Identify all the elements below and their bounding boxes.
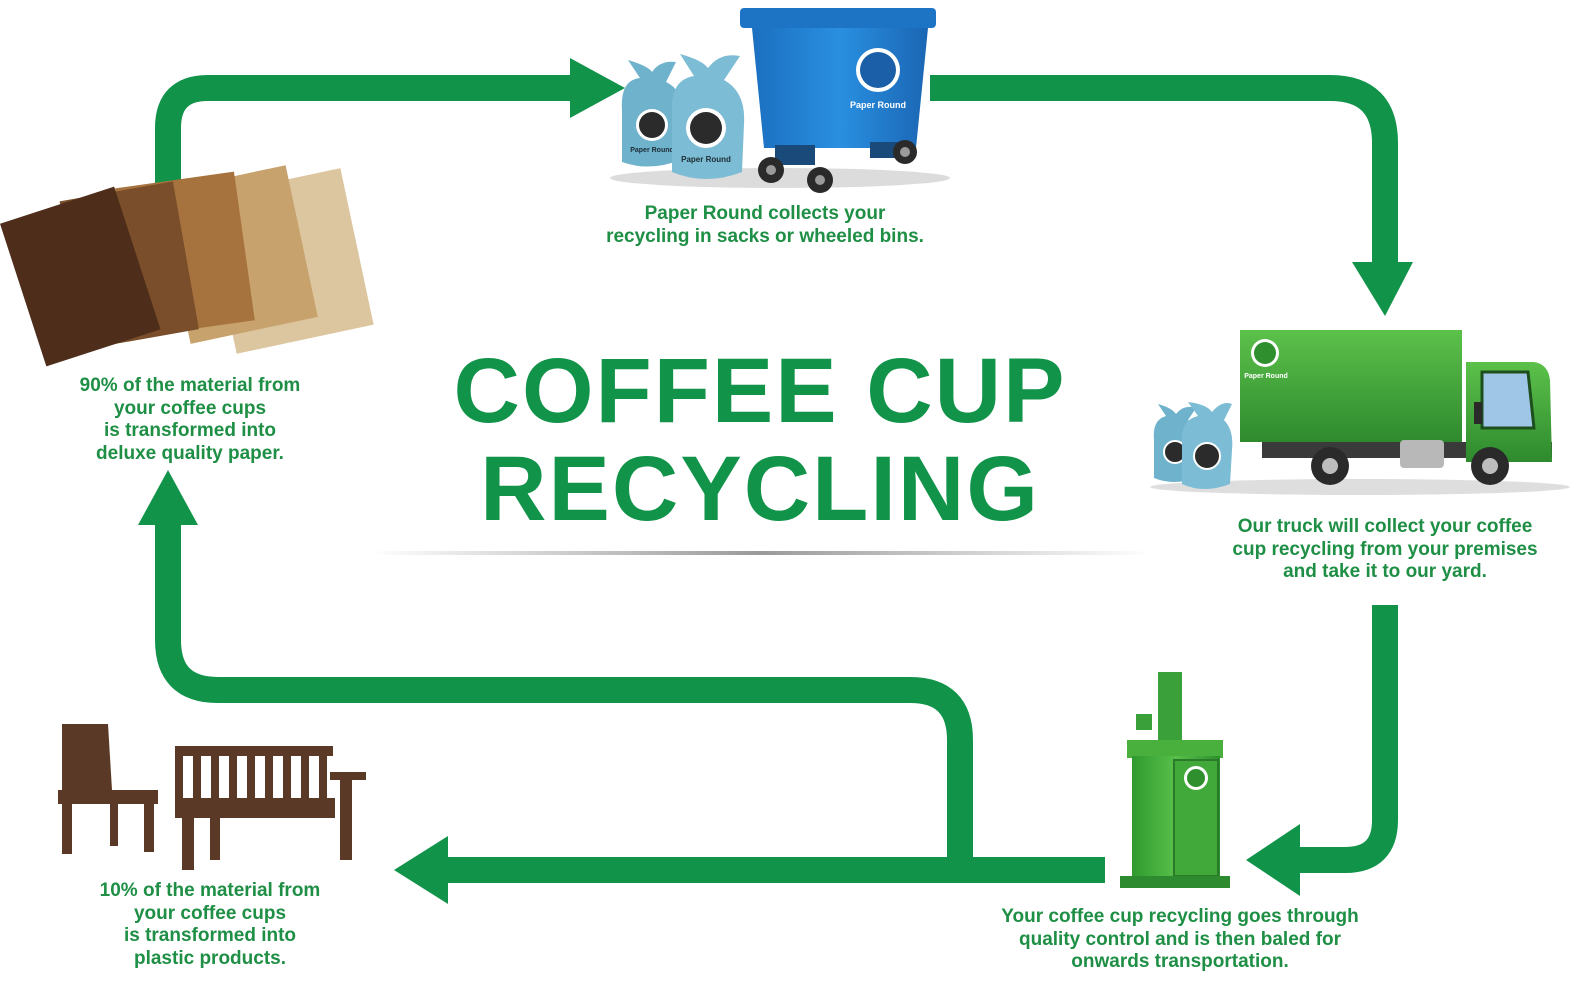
caption-baler: Your coffee cup recycling goes through q…	[1001, 906, 1359, 972]
arrowhead-down	[1352, 262, 1413, 316]
caption-truck: Our truck will collect your coffee cup r…	[1232, 516, 1538, 582]
truck-illustration: Paper Round	[1150, 330, 1570, 495]
arrowheads	[138, 58, 1413, 904]
cycle-arrows	[155, 75, 1398, 883]
svg-text:Paper Round: Paper Round	[1244, 373, 1288, 380]
arrowhead-left-plastic	[394, 836, 448, 904]
wheelie-bin-icon: Paper Round	[740, 8, 936, 193]
plastic-furniture-illustration	[58, 724, 366, 870]
arrow-paper-to-collection	[155, 75, 585, 185]
chair-icon	[58, 724, 158, 854]
caption-paper: 90% of the material from your coffee cup…	[79, 375, 301, 464]
caption-collection: Paper Round collects your recycling in s…	[606, 203, 924, 247]
baler-illustration	[1120, 672, 1230, 888]
arrow-loop-to-paper	[155, 520, 973, 860]
page-title-line1: COFFEE CUP	[453, 340, 1067, 442]
svg-text:Paper Round: Paper Round	[630, 147, 674, 154]
svg-text:Paper Round: Paper Round	[850, 100, 906, 110]
sack-icon-2: Paper Round	[671, 54, 745, 179]
sacks-and-bin-illustration: Paper Round Paper Round Paper Round	[610, 8, 950, 193]
svg-text:Paper Round: Paper Round	[681, 155, 731, 164]
paper-sheets-illustration	[0, 165, 374, 367]
page-title-line2: RECYCLING	[480, 438, 1040, 540]
arrowhead-up	[138, 470, 198, 525]
caption-plastic: 10% of the material from your coffee cup…	[99, 880, 321, 969]
sack-icon-1: Paper Round	[621, 60, 683, 167]
arrow-collection-to-truck	[930, 75, 1398, 265]
truck-sack-icon-2	[1181, 402, 1233, 489]
arrowhead-right	[570, 58, 625, 118]
arrow-truck-to-baler	[1295, 605, 1398, 873]
bench-icon	[175, 746, 366, 870]
title-divider	[370, 551, 1150, 555]
arrowhead-left-baler	[1246, 824, 1300, 896]
